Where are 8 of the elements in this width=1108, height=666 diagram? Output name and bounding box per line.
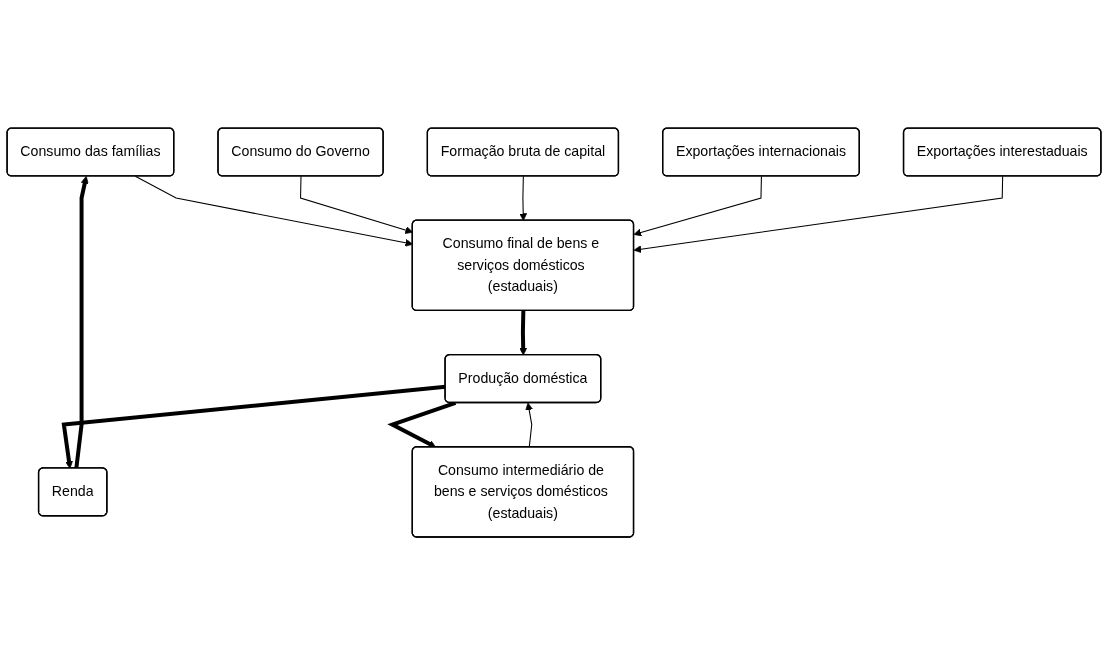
arrow bbox=[519, 176, 528, 222]
arrow bbox=[519, 311, 528, 356]
arrow bbox=[633, 176, 1004, 254]
arrow bbox=[633, 176, 762, 237]
arrow bbox=[525, 403, 533, 449]
arrow bbox=[387, 401, 457, 448]
arrow bbox=[74, 176, 89, 470]
arrow bbox=[61, 385, 446, 470]
